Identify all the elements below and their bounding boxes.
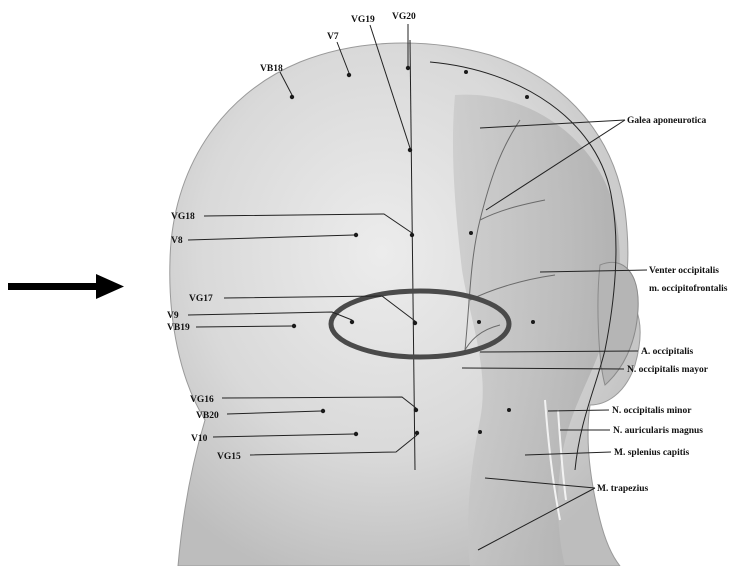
- pointer-arrow: [8, 274, 124, 299]
- point-vb19-dot: [292, 324, 296, 328]
- point-vg20-dot: [406, 66, 410, 70]
- point-vb20-dot: [321, 409, 325, 413]
- label-venter-1: Venter occipitalis: [649, 266, 719, 276]
- label-vb19: VB19: [167, 323, 190, 333]
- point-vg15-dot: [415, 431, 419, 435]
- point-vg17-dot: [413, 321, 417, 325]
- label-vb18: VB18: [260, 64, 283, 74]
- point-right-7-dot: [478, 430, 482, 434]
- point-right-6-dot: [507, 408, 511, 412]
- point-vg16-dot: [414, 408, 418, 412]
- point-vg18-dot: [410, 233, 414, 237]
- point-right-2-dot: [525, 95, 529, 99]
- label-vg15: VG15: [217, 452, 241, 462]
- label-a-occipitalis: A. occipitalis: [641, 347, 694, 357]
- label-n-auricularis: N. auricularis magnus: [613, 426, 703, 436]
- label-vg20: VG20: [392, 12, 416, 22]
- label-vb20: VB20: [196, 411, 219, 421]
- label-v8: V8: [171, 236, 183, 246]
- point-v8-dot: [354, 233, 358, 237]
- label-v7: V7: [327, 32, 339, 42]
- point-right-1-dot: [464, 70, 468, 74]
- point-right-3-dot: [469, 231, 473, 235]
- point-v10-dot: [354, 432, 358, 436]
- label-m-splenius: M. splenius capitis: [614, 448, 690, 458]
- point-vb18-dot: [290, 95, 294, 99]
- label-n-occ-minor: N. occipitalis minor: [612, 406, 692, 416]
- label-vg18: VG18: [171, 212, 195, 222]
- label-n-occ-mayor: N. occipitalis mayor: [627, 365, 709, 375]
- label-v9: V9: [167, 311, 179, 321]
- label-galea: Galea aponeurotica: [627, 116, 707, 126]
- point-vg19-dot: [408, 148, 412, 152]
- point-v7-dot: [347, 73, 351, 77]
- label-vg19: VG19: [351, 15, 375, 25]
- label-m-trapezius: M. trapezius: [597, 484, 648, 494]
- label-vg17: VG17: [189, 294, 213, 304]
- point-right-4-dot: [477, 320, 481, 324]
- label-v10: V10: [191, 434, 208, 444]
- label-venter-2: m. occipitofrontalis: [649, 284, 728, 294]
- point-right-5-dot: [531, 320, 535, 324]
- label-vg16: VG16: [190, 395, 214, 405]
- point-v9-dot: [350, 320, 354, 324]
